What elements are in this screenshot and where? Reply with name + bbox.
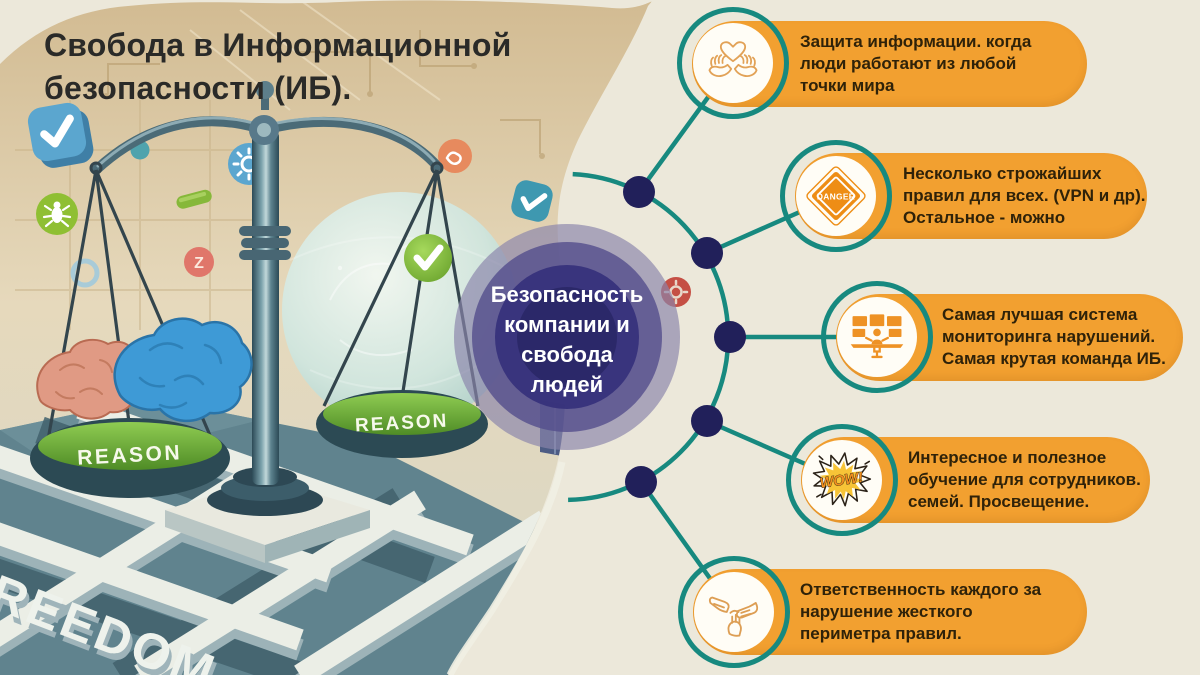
hands-heart-icon — [708, 41, 758, 77]
item-icon-circle-4: WOW! — [802, 440, 882, 520]
item-text-4: Интересное и полезное обучение для сотру… — [908, 448, 1141, 511]
item-icon-circle-5 — [694, 572, 774, 652]
page-title: Свобода в Информационной безопасности (И… — [44, 27, 512, 107]
item-ring-5 — [678, 556, 790, 668]
item-icon-circle-3 — [837, 297, 917, 377]
z-circle-icon: Z — [184, 247, 214, 277]
hands-together-icon — [708, 596, 759, 637]
floating-icons: Z — [27, 102, 691, 307]
bug-icon — [36, 193, 78, 235]
item-ring-3 — [821, 281, 933, 393]
item-icon-circle-2: DANGER — [796, 156, 876, 236]
item-ring-1 — [677, 7, 789, 119]
hand-circle-icon — [438, 139, 472, 173]
wow-burst-icon: WOW! — [812, 452, 872, 507]
center-circle — [454, 224, 680, 450]
item-text-2: Несколько строжайших правил для всех. (V… — [903, 164, 1146, 227]
wow-label: WOW! — [819, 470, 864, 492]
item-text-3: Самая лучшая система мониторинга нарушен… — [942, 305, 1166, 368]
item-ring-4 — [786, 424, 898, 536]
blob-rim — [446, 461, 566, 675]
blue-brain — [113, 317, 253, 422]
ring-icon — [70, 258, 100, 288]
item-icon-circle-1 — [693, 23, 773, 103]
monitoring-desk-icon — [850, 314, 904, 359]
left-pan-label: REASON — [77, 441, 183, 469]
check-square-icon — [27, 102, 94, 168]
center-circle-label: Безопасность компании и свобода людей — [490, 282, 644, 397]
right-pan-label: REASON — [355, 411, 449, 437]
item-text-1: Защита информации. когда люди работают и… — [800, 32, 1032, 95]
network-node — [623, 176, 746, 498]
item-text-5: Ответственность каждого за нарушение жес… — [800, 580, 1042, 643]
danger-sign-icon: DANGER — [806, 166, 866, 226]
minus-pill-icon — [176, 189, 212, 209]
left-pan — [30, 418, 230, 498]
circuit-traces — [103, 30, 545, 159]
danger-label: DANGER — [817, 191, 855, 201]
check-square-teal-icon — [511, 180, 553, 222]
right-pan — [316, 390, 488, 458]
check-circle — [404, 234, 452, 282]
item-ring-2 — [780, 140, 892, 252]
svg-text:Z: Z — [194, 255, 204, 272]
